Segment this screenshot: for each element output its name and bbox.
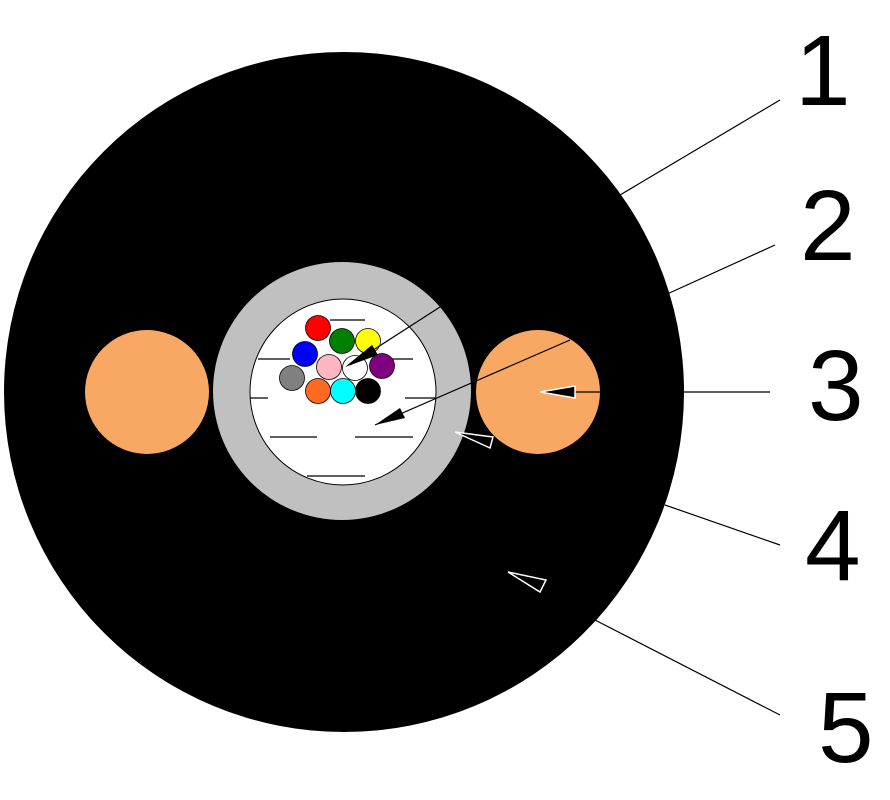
optical-fibers (279, 315, 395, 404)
arrow-gel (375, 408, 405, 425)
fiber-black-icon (355, 378, 381, 404)
strength-member-right (476, 330, 600, 454)
label-5: 5 (818, 672, 874, 784)
fiber-cyan-icon (330, 378, 356, 404)
arrowheads (345, 345, 576, 594)
fiber-purple-icon (369, 353, 395, 379)
fiber-gray-icon (279, 365, 305, 391)
fiber-orange-icon (305, 378, 331, 404)
fiber-white-icon (342, 355, 368, 381)
label-4: 4 (805, 490, 861, 602)
arrow-strength (539, 385, 576, 399)
arrow-tube (454, 431, 494, 450)
label-3: 3 (808, 330, 864, 442)
arrow-sheath (507, 571, 548, 594)
label-2: 2 (800, 170, 856, 282)
fiber-blue-icon (292, 341, 318, 367)
label-1: 1 (795, 15, 851, 127)
fiber-red-icon (305, 315, 331, 341)
fiber-green-icon (329, 328, 355, 354)
arrow-fibers (345, 345, 378, 367)
fiber-pink-icon (316, 354, 342, 380)
callout-labels: 1 2 3 4 5 (795, 15, 874, 784)
strength-member-left (85, 330, 209, 454)
